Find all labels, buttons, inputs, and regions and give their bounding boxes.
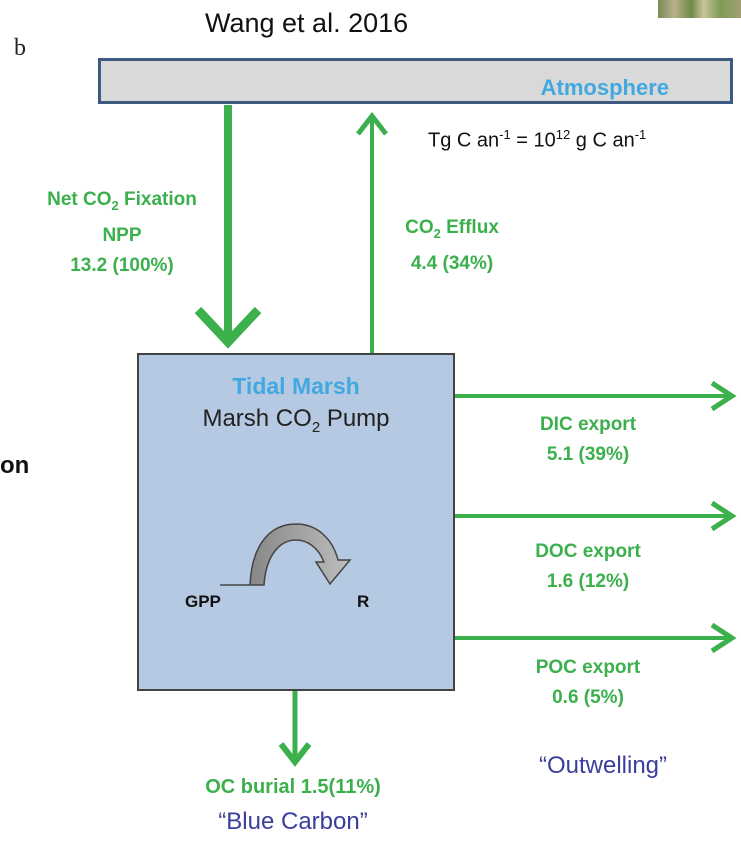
doc-export-label: DOC export 1.6 (12%) [488,537,688,597]
poc-export-arrow [455,622,737,654]
atmosphere-box [98,58,733,104]
units-note: Tg C an-1 = 1012 g C an-1 [428,127,647,152]
atmosphere-label: Atmosphere [540,75,669,100]
panel-letter: b [14,35,26,61]
source-citation: Wang et al. 2016 [205,8,409,38]
doc-export-arrow [455,500,737,532]
doc-export-value: 1.6 (12%) [546,571,630,592]
oc-burial-label: OC burial 1.5(11%) [205,776,381,798]
npp-label: NPP [102,224,142,246]
truncated-label: on [0,452,30,479]
dic-export-label: DIC export 5.1 (39%) [488,410,688,470]
gpp-r-cycle-arrow [220,523,352,586]
gpp-label: GPP [185,592,221,611]
tidal-marsh-box [137,353,455,691]
photo-thumbnail [658,0,741,18]
dic-export-arrow [455,380,737,412]
outwelling-annotation: “Outwelling” [538,752,668,779]
efflux-arrow [356,111,388,353]
respiration-label: R [357,592,370,611]
efflux-value: 4.4 (34%) [410,252,494,274]
poc-export-value: 0.6 (5%) [552,687,624,708]
fixation-label: Net CO2 Fixation NPP 13.2 (100%) [8,185,236,281]
fixation-arrow [194,105,262,349]
poc-export-label: POC export 0.6 (5%) [488,653,688,713]
dic-export-value: 5.1 (39%) [546,444,630,465]
blue-carbon-annotation: “Blue Carbon” [218,808,368,835]
burial-arrow [278,691,312,767]
marsh-pump-label: Marsh CO2 Pump [202,405,390,436]
tidal-marsh-title: Tidal Marsh [232,373,360,399]
fixation-value: 13.2 (100%) [70,254,174,276]
efflux-label: CO2 Efflux 4.4 (34%) [372,213,532,279]
